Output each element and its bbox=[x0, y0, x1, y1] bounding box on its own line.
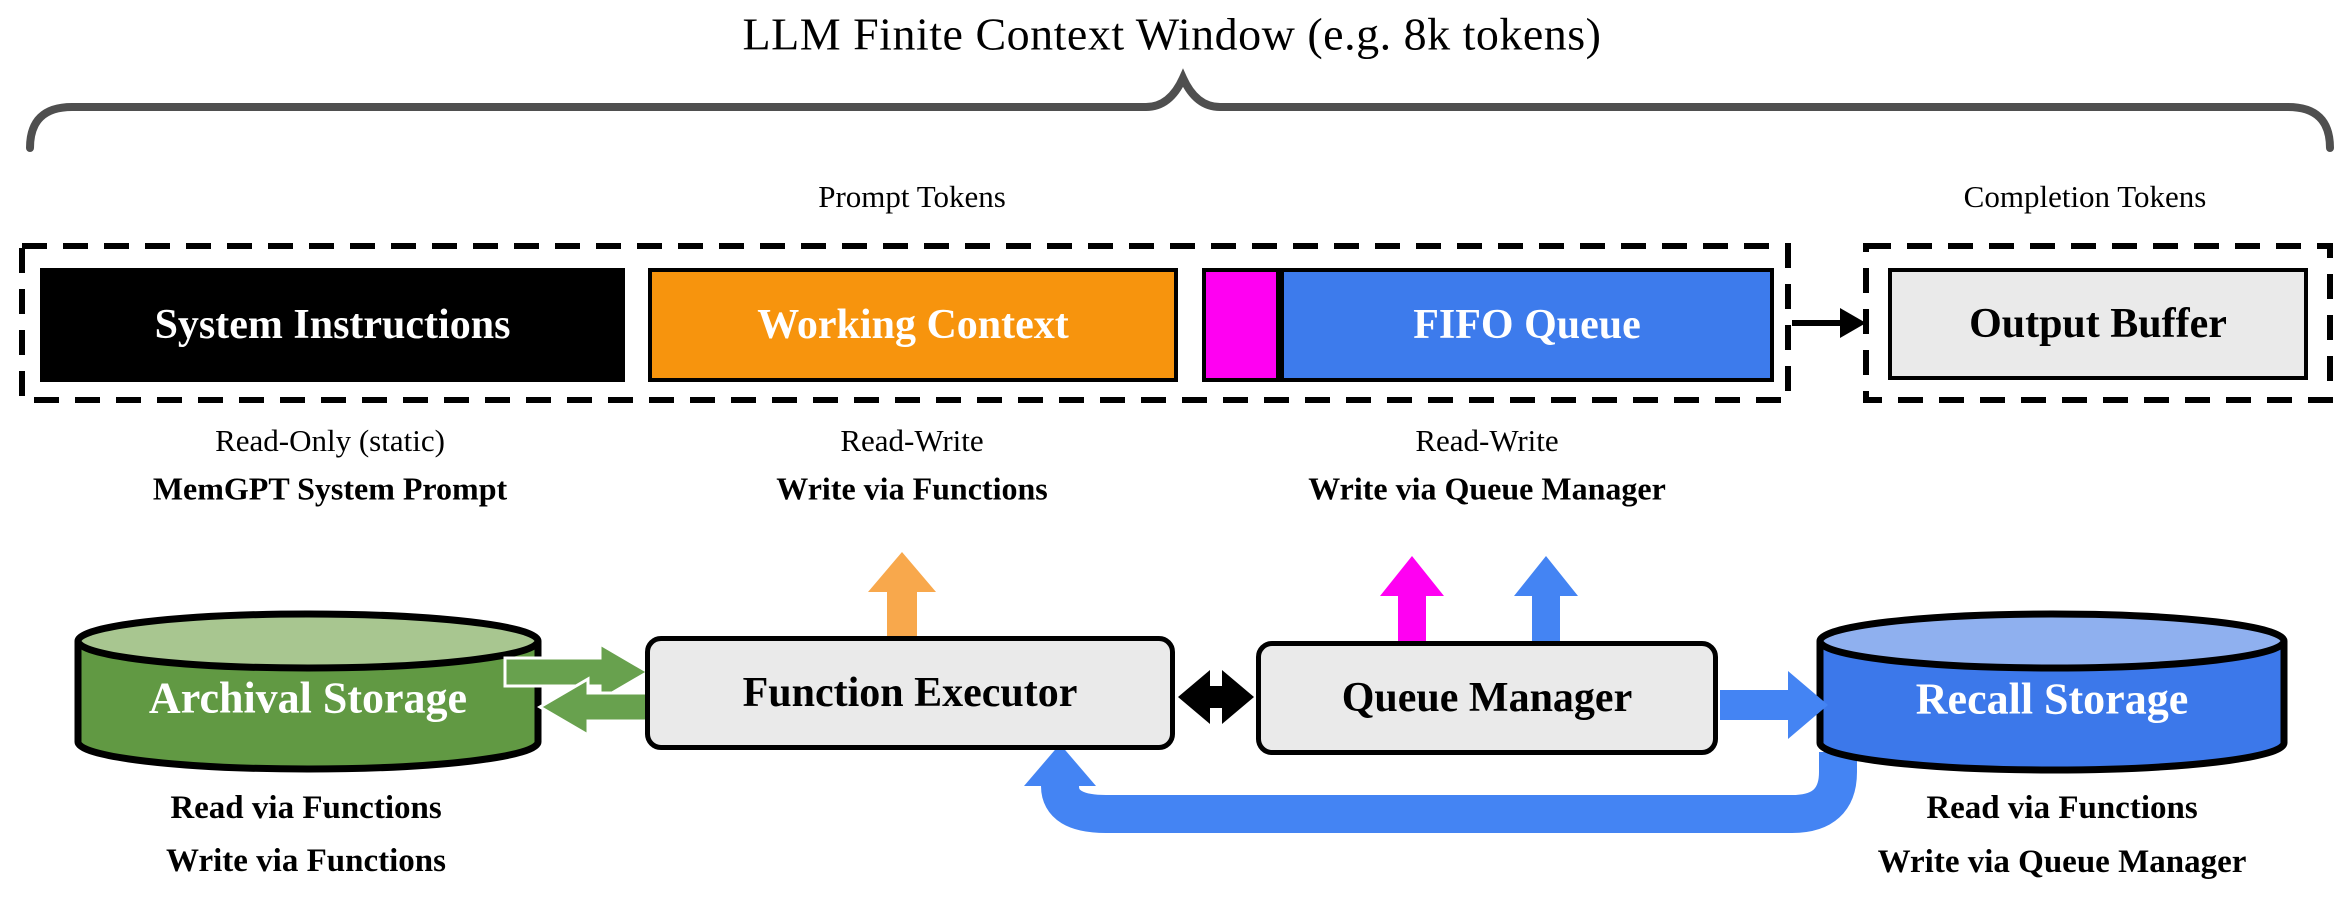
queue-manager-to-fifo-arrow bbox=[1514, 556, 1578, 645]
diagram-title: LLM Finite Context Window (e.g. 8k token… bbox=[742, 8, 1602, 60]
working-access-mode: Read-Write bbox=[840, 423, 984, 458]
archival-storage-label: Archival Storage bbox=[148, 673, 468, 723]
output-buffer-label: Output Buffer bbox=[1969, 301, 2227, 347]
fifo-queue-label: FIFO Queue bbox=[1413, 302, 1641, 348]
system-instructions-box: System Instructions bbox=[40, 268, 625, 382]
recall-read-note: Read via Functions bbox=[1926, 790, 2198, 826]
completion-tokens-label: Completion Tokens bbox=[1963, 179, 2207, 214]
queue-manager-box: Queue Manager bbox=[1256, 641, 1718, 755]
working-context-box: Working Context bbox=[648, 268, 1178, 382]
recall-storage-label: Recall Storage bbox=[1915, 674, 2189, 724]
function-executor-label: Function Executor bbox=[742, 670, 1078, 716]
recall-write-note: Write via Queue Manager bbox=[1877, 844, 2247, 880]
recall-to-executor-arrow bbox=[1041, 752, 1857, 833]
archival-read-note: Read via Functions bbox=[170, 790, 442, 826]
archival-storage-cylinder bbox=[74, 610, 542, 773]
system-access-detail: MemGPT System Prompt bbox=[152, 470, 508, 507]
queue-manager-flush-arrow bbox=[1380, 556, 1444, 645]
working-access-detail: Write via Functions bbox=[776, 470, 1048, 507]
system-instructions-label: System Instructions bbox=[154, 302, 511, 348]
fifo-flush-marker bbox=[1202, 268, 1280, 382]
prompt-tokens-label: Prompt Tokens bbox=[818, 179, 1006, 214]
system-access-mode: Read-Only (static) bbox=[215, 423, 445, 458]
fifo-access-detail: Write via Queue Manager bbox=[1308, 470, 1666, 507]
executor-queue-double-arrow bbox=[1178, 670, 1254, 724]
recall-to-executor-arrowhead bbox=[1024, 744, 1096, 786]
fifo-queue-box: FIFO Queue bbox=[1280, 268, 1774, 382]
executor-to-working-context-arrow bbox=[868, 552, 936, 640]
archival-write-arrow bbox=[537, 676, 658, 738]
context-window-brace bbox=[26, 68, 2334, 152]
archival-read-arrow bbox=[503, 641, 651, 703]
fifo-access-mode: Read-Write bbox=[1415, 423, 1559, 458]
working-context-label: Working Context bbox=[757, 302, 1069, 348]
queue-to-recall-arrow bbox=[1720, 671, 1828, 739]
function-executor-box: Function Executor bbox=[645, 636, 1175, 750]
recall-storage-cylinder bbox=[1816, 610, 2288, 774]
archival-write-note: Write via Functions bbox=[166, 843, 446, 879]
prompt-tokens-dashed-frame bbox=[19, 243, 1791, 403]
prompt-to-output-arrowhead bbox=[1840, 308, 1866, 338]
queue-manager-label: Queue Manager bbox=[1341, 675, 1633, 721]
output-buffer-box: Output Buffer bbox=[1888, 268, 2308, 380]
